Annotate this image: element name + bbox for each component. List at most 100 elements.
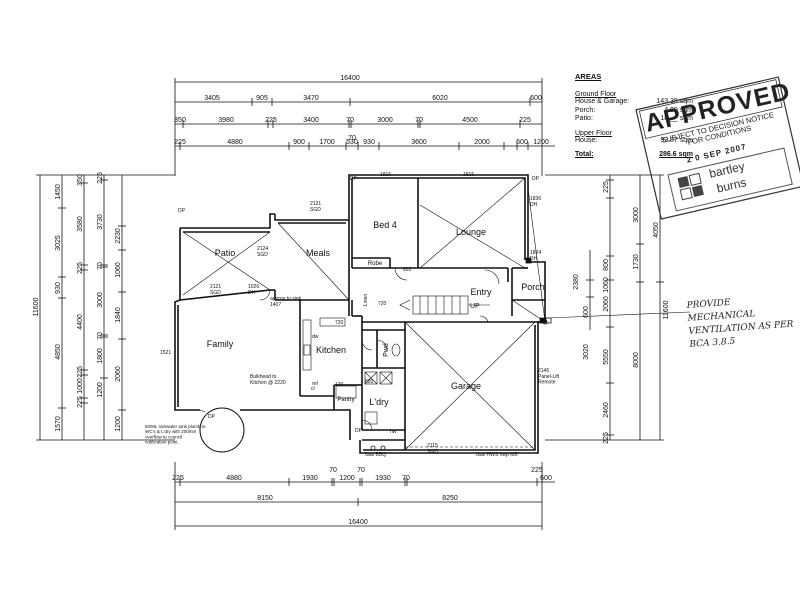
- dim-left: 1800: [97, 348, 104, 364]
- dim-top: 3600: [411, 139, 427, 146]
- label-line: SGD: [427, 449, 438, 455]
- room-kitchen: Kitchen: [316, 345, 346, 355]
- dim-top: 2000: [474, 139, 490, 146]
- fixture-c720: 720: [378, 301, 387, 307]
- room-meals: Meals: [306, 248, 331, 258]
- area-row: House: 92.87 sqm: [575, 137, 693, 146]
- label-dp: DP: [208, 414, 216, 420]
- dim-right: 1060: [603, 277, 610, 293]
- upper-floor-heading: Upper Floor: [575, 129, 612, 137]
- label-line: Bulkhead to: [250, 374, 277, 380]
- dim-left-overall: 11600: [33, 297, 40, 316]
- label-line: DH: [530, 202, 538, 208]
- dim-right: 3000: [633, 207, 640, 223]
- dim-right: 5550: [603, 349, 610, 365]
- stamp-border: [635, 76, 800, 220]
- dim-top: 3000: [377, 117, 393, 124]
- area-row: Porch: 4.00 sqm: [575, 107, 693, 116]
- dim-left: 225: [77, 262, 84, 274]
- dim-top: 600: [516, 139, 528, 146]
- label-line: 2124: [257, 246, 268, 252]
- dim-top: 6020: [432, 95, 448, 102]
- label-dp: DP: [178, 208, 186, 214]
- dim-top: 225: [265, 117, 277, 124]
- room-ldry: L'dry: [369, 397, 389, 407]
- area-total-value: 286.6 sqm: [659, 151, 693, 158]
- label-dp: DP: [355, 428, 363, 434]
- ground-floor-heading: Ground Floor: [575, 91, 617, 98]
- dim-top: 70: [346, 117, 354, 124]
- label-line: 5000L rainwater tank plumb to: [145, 424, 206, 429]
- label-dp: DP: [350, 176, 358, 182]
- window-label: 1521: [160, 350, 171, 356]
- dim-top: 225: [174, 139, 186, 146]
- area-row: Patio: 18.__ sqm: [575, 115, 693, 124]
- dim-left: 2060: [115, 366, 122, 382]
- dim-right: 225: [603, 432, 610, 444]
- fixture-hw: hw: [390, 429, 397, 435]
- dim-top: 3980: [218, 117, 234, 124]
- fixture-c720: 720: [335, 320, 344, 326]
- fixture-c820: 820: [365, 379, 374, 385]
- label-line: 2115: [427, 443, 438, 449]
- dim-left: 3000: [97, 292, 104, 308]
- dim-left: 1200: [97, 382, 104, 398]
- dim-left: 225: [97, 172, 104, 184]
- dim-bottom: 1930: [375, 475, 391, 482]
- fixture-ref: ref: [312, 381, 318, 387]
- dim-bottom: 4880: [226, 475, 242, 482]
- dim-bottom: 1200: [339, 475, 355, 482]
- dim-left: 3730: [97, 214, 104, 230]
- dim-bottom: 600: [540, 475, 552, 482]
- label-line: SGD: [310, 207, 321, 213]
- dim-left: 225: [77, 396, 84, 408]
- dim-left: 1450: [55, 184, 62, 200]
- room-pwd: Pwd: [383, 343, 390, 357]
- room-robe: Robe: [368, 261, 383, 267]
- fixture-c820: 820: [403, 267, 412, 273]
- dim-left: 225: [77, 366, 84, 378]
- handwritten-note: PROVIDE MECHANICAL VENTILATION AS PER BC…: [686, 292, 800, 352]
- dim-top: 3470: [303, 95, 319, 102]
- dim-left: 1200: [115, 416, 122, 432]
- dim-bottom: 70: [357, 467, 365, 474]
- dim-left: 1000: [77, 378, 84, 394]
- room-bed4: Bed 4: [373, 220, 397, 230]
- dim-right: 2060: [603, 296, 610, 312]
- dim-top: 70: [348, 135, 356, 142]
- label-dp: DP: [532, 176, 540, 182]
- dim-bottom: 70: [402, 475, 410, 482]
- dim-top: 4880: [227, 139, 243, 146]
- dim-bottom: 225: [172, 475, 184, 482]
- room-garage: Garage: [451, 381, 481, 391]
- dim-bottom: 8150: [257, 495, 273, 502]
- label-line: overflow to council: [145, 434, 182, 439]
- dim-top: 930: [363, 139, 375, 146]
- window-label: 1816: [463, 172, 474, 178]
- room-entry: Entry: [470, 287, 492, 297]
- dim-left: 2230: [115, 228, 122, 244]
- dim-bottom-overall: 16400: [348, 519, 368, 526]
- dim-top: 3400: [303, 117, 319, 124]
- room-family: Family: [207, 339, 234, 349]
- dim-right: 2460: [603, 402, 610, 418]
- fixture-c120: 120: [335, 382, 344, 388]
- label-line: notification point.: [145, 440, 179, 445]
- dim-top: 530: [346, 139, 358, 146]
- dim-left: 70: [97, 332, 104, 340]
- dim-left: 4850: [55, 344, 62, 360]
- room-lounge: Lounge: [456, 227, 486, 237]
- area-label: House & Garage:: [575, 98, 630, 105]
- dim-top: 4500: [462, 117, 478, 124]
- dim-bottom: 70: [329, 467, 337, 474]
- dim-top: 1200: [533, 139, 549, 146]
- note-gas: Gas BBQ: [365, 452, 386, 458]
- area-label: Patio:: [575, 115, 593, 122]
- dim-top: 900: [293, 139, 305, 146]
